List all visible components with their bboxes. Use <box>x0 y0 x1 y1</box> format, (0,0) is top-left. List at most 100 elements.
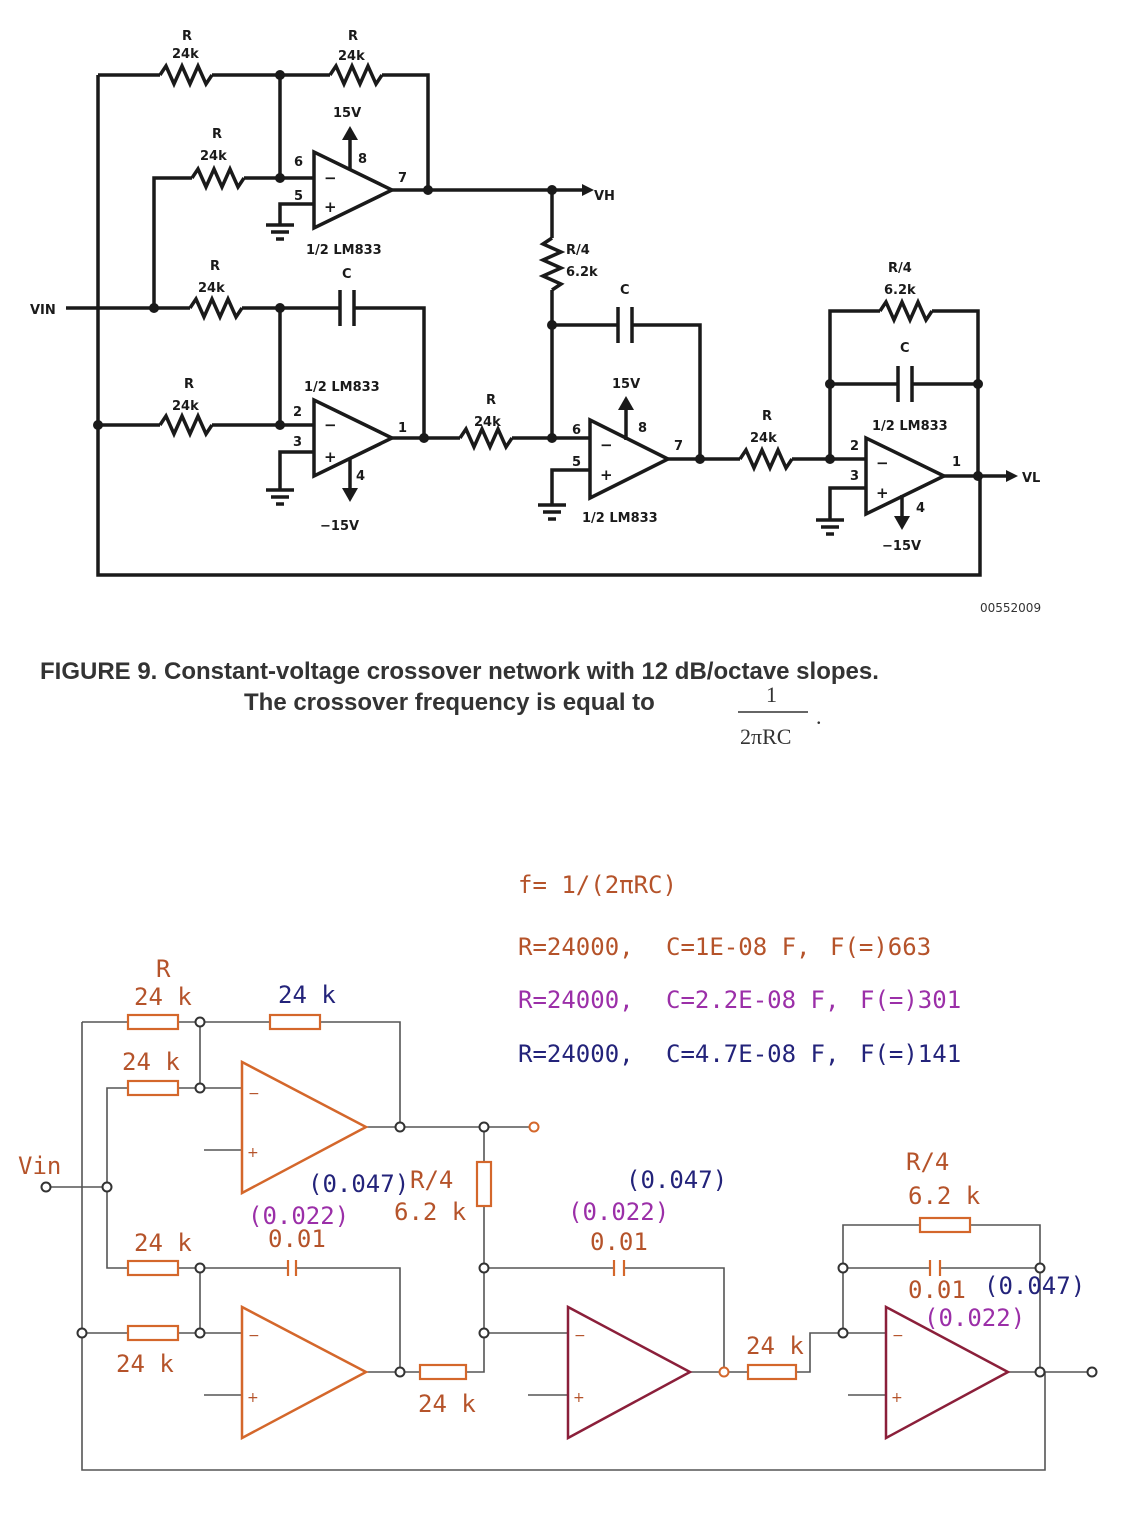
label-r: R <box>212 127 222 142</box>
label-c-001: 0.01 <box>590 1228 648 1256</box>
label-r: R <box>210 259 220 274</box>
junction-dot <box>695 454 705 464</box>
caption-line2: The crossover frequency is equal to <box>244 689 655 716</box>
op-amp-triangle <box>240 1059 369 1196</box>
wire <box>106 1087 128 1187</box>
plus-sign: + <box>247 1145 259 1161</box>
arrow-icon <box>1006 470 1018 482</box>
wire-outer-loop <box>81 1333 1046 1471</box>
label-c: C <box>900 341 910 356</box>
plus-sign: + <box>891 1390 903 1406</box>
calc-row-2-c: C=2.2E-08 F, <box>666 986 839 1014</box>
node-dot <box>101 1181 113 1193</box>
label-op-amp: 1/2 LM833 <box>582 511 658 526</box>
arrow-down-icon <box>342 488 358 502</box>
label-r: R <box>184 377 194 392</box>
label-neg15v: −15V <box>882 539 921 554</box>
op-amp-triangle <box>312 397 396 479</box>
plus-sign: + <box>247 1390 259 1406</box>
label-c-0022: (0.022) <box>248 1202 349 1230</box>
calc-row-3-f: F(=)141 <box>860 1040 961 1068</box>
label-r4-value: 6.2 k <box>394 1198 467 1226</box>
label-r4: R/4 <box>410 1166 453 1194</box>
calc-row-3-r: R=24000, <box>518 1040 634 1068</box>
wire <box>278 450 314 490</box>
figure9-schematic: R 24k R 24k 15V R 24k 6 8 7 5 − + 1/2 LM… <box>30 29 1041 615</box>
wire <box>796 1332 886 1373</box>
node-dot <box>478 1327 490 1339</box>
label-24k: 24k <box>338 49 365 64</box>
wire <box>466 1333 485 1373</box>
node-dot <box>194 1082 206 1094</box>
pin-7: 7 <box>674 439 683 454</box>
label-c-0022: (0.022) <box>924 1304 1025 1332</box>
label-vin: VIN <box>30 303 56 318</box>
node-dot <box>1034 1366 1046 1378</box>
label-c-001: 0.01 <box>908 1276 966 1304</box>
node-dot <box>194 1262 206 1274</box>
op-amp-triangle <box>566 1304 693 1441</box>
resistor-zigzag <box>538 236 566 292</box>
caption-numerator: 1 <box>766 682 777 707</box>
label-c-001: 0.01 <box>268 1225 326 1253</box>
pin-4: 4 <box>356 469 365 484</box>
resistor <box>268 1013 322 1031</box>
resistor <box>126 1079 180 1097</box>
resistor-zigzag <box>190 164 246 192</box>
label-c: C <box>342 267 352 282</box>
node-dot <box>1034 1262 1046 1274</box>
label-24k: 24k <box>198 281 225 296</box>
junction-dot <box>275 420 285 430</box>
arrow-up-icon <box>342 126 358 140</box>
vh-terminal <box>528 1121 540 1133</box>
label-r4-value: 6.2 k <box>908 1182 981 1210</box>
resistor-zigzag <box>458 424 514 452</box>
node-dots <box>40 1016 1098 1378</box>
junction-dot <box>149 303 159 313</box>
label-op-amp: 1/2 LM833 <box>872 419 948 434</box>
arrow-down-icon <box>894 516 910 530</box>
plus-sign: + <box>324 198 337 216</box>
wire <box>354 306 426 438</box>
label-24k: 24k <box>750 431 777 446</box>
resistor <box>126 1259 180 1277</box>
junction-dot <box>93 420 103 430</box>
node-dot <box>718 1366 730 1378</box>
label-vl: VL <box>1022 471 1040 486</box>
figure-caption: FIGURE 9. Constant-voltage crossover net… <box>40 658 879 749</box>
label-neg15v: −15V <box>320 519 359 534</box>
minus-sign: − <box>248 1328 260 1344</box>
op-amp-triangle <box>240 1304 369 1441</box>
calc-row-1-f: F(=)663 <box>830 933 931 961</box>
label-r: R <box>156 955 171 983</box>
label-24k: 24k <box>200 149 227 164</box>
wire <box>632 323 702 460</box>
minus-sign: − <box>600 436 613 454</box>
resistor <box>418 1363 468 1381</box>
wire <box>842 1224 920 1333</box>
label-r4-value: 6.2k <box>566 265 598 280</box>
node-dot <box>478 1121 490 1133</box>
resistor-zigzag <box>158 61 214 89</box>
label-r4: R/4 <box>566 243 590 258</box>
wire <box>278 202 314 225</box>
label-vin: Vin <box>18 1152 61 1180</box>
label-op-amp: 1/2 LM833 <box>306 243 382 258</box>
label-24k: 24k <box>172 47 199 62</box>
arrow-up-icon <box>618 396 634 410</box>
label-r: R <box>762 409 772 424</box>
pin-3: 3 <box>293 435 302 450</box>
vin-terminal <box>40 1181 52 1193</box>
wire <box>932 309 980 476</box>
caption-denominator: 2πRC <box>740 724 791 749</box>
label-r4: R/4 <box>906 1148 949 1176</box>
resistor-zigzag <box>328 61 384 89</box>
label-vh: VH <box>594 189 615 204</box>
pin-7: 7 <box>398 171 407 186</box>
wire <box>828 486 866 520</box>
minus-sign: − <box>324 416 337 434</box>
junction-dot <box>275 303 285 313</box>
label-r: R <box>486 393 496 408</box>
pin-1: 1 <box>952 455 961 470</box>
node-dot <box>194 1016 206 1028</box>
